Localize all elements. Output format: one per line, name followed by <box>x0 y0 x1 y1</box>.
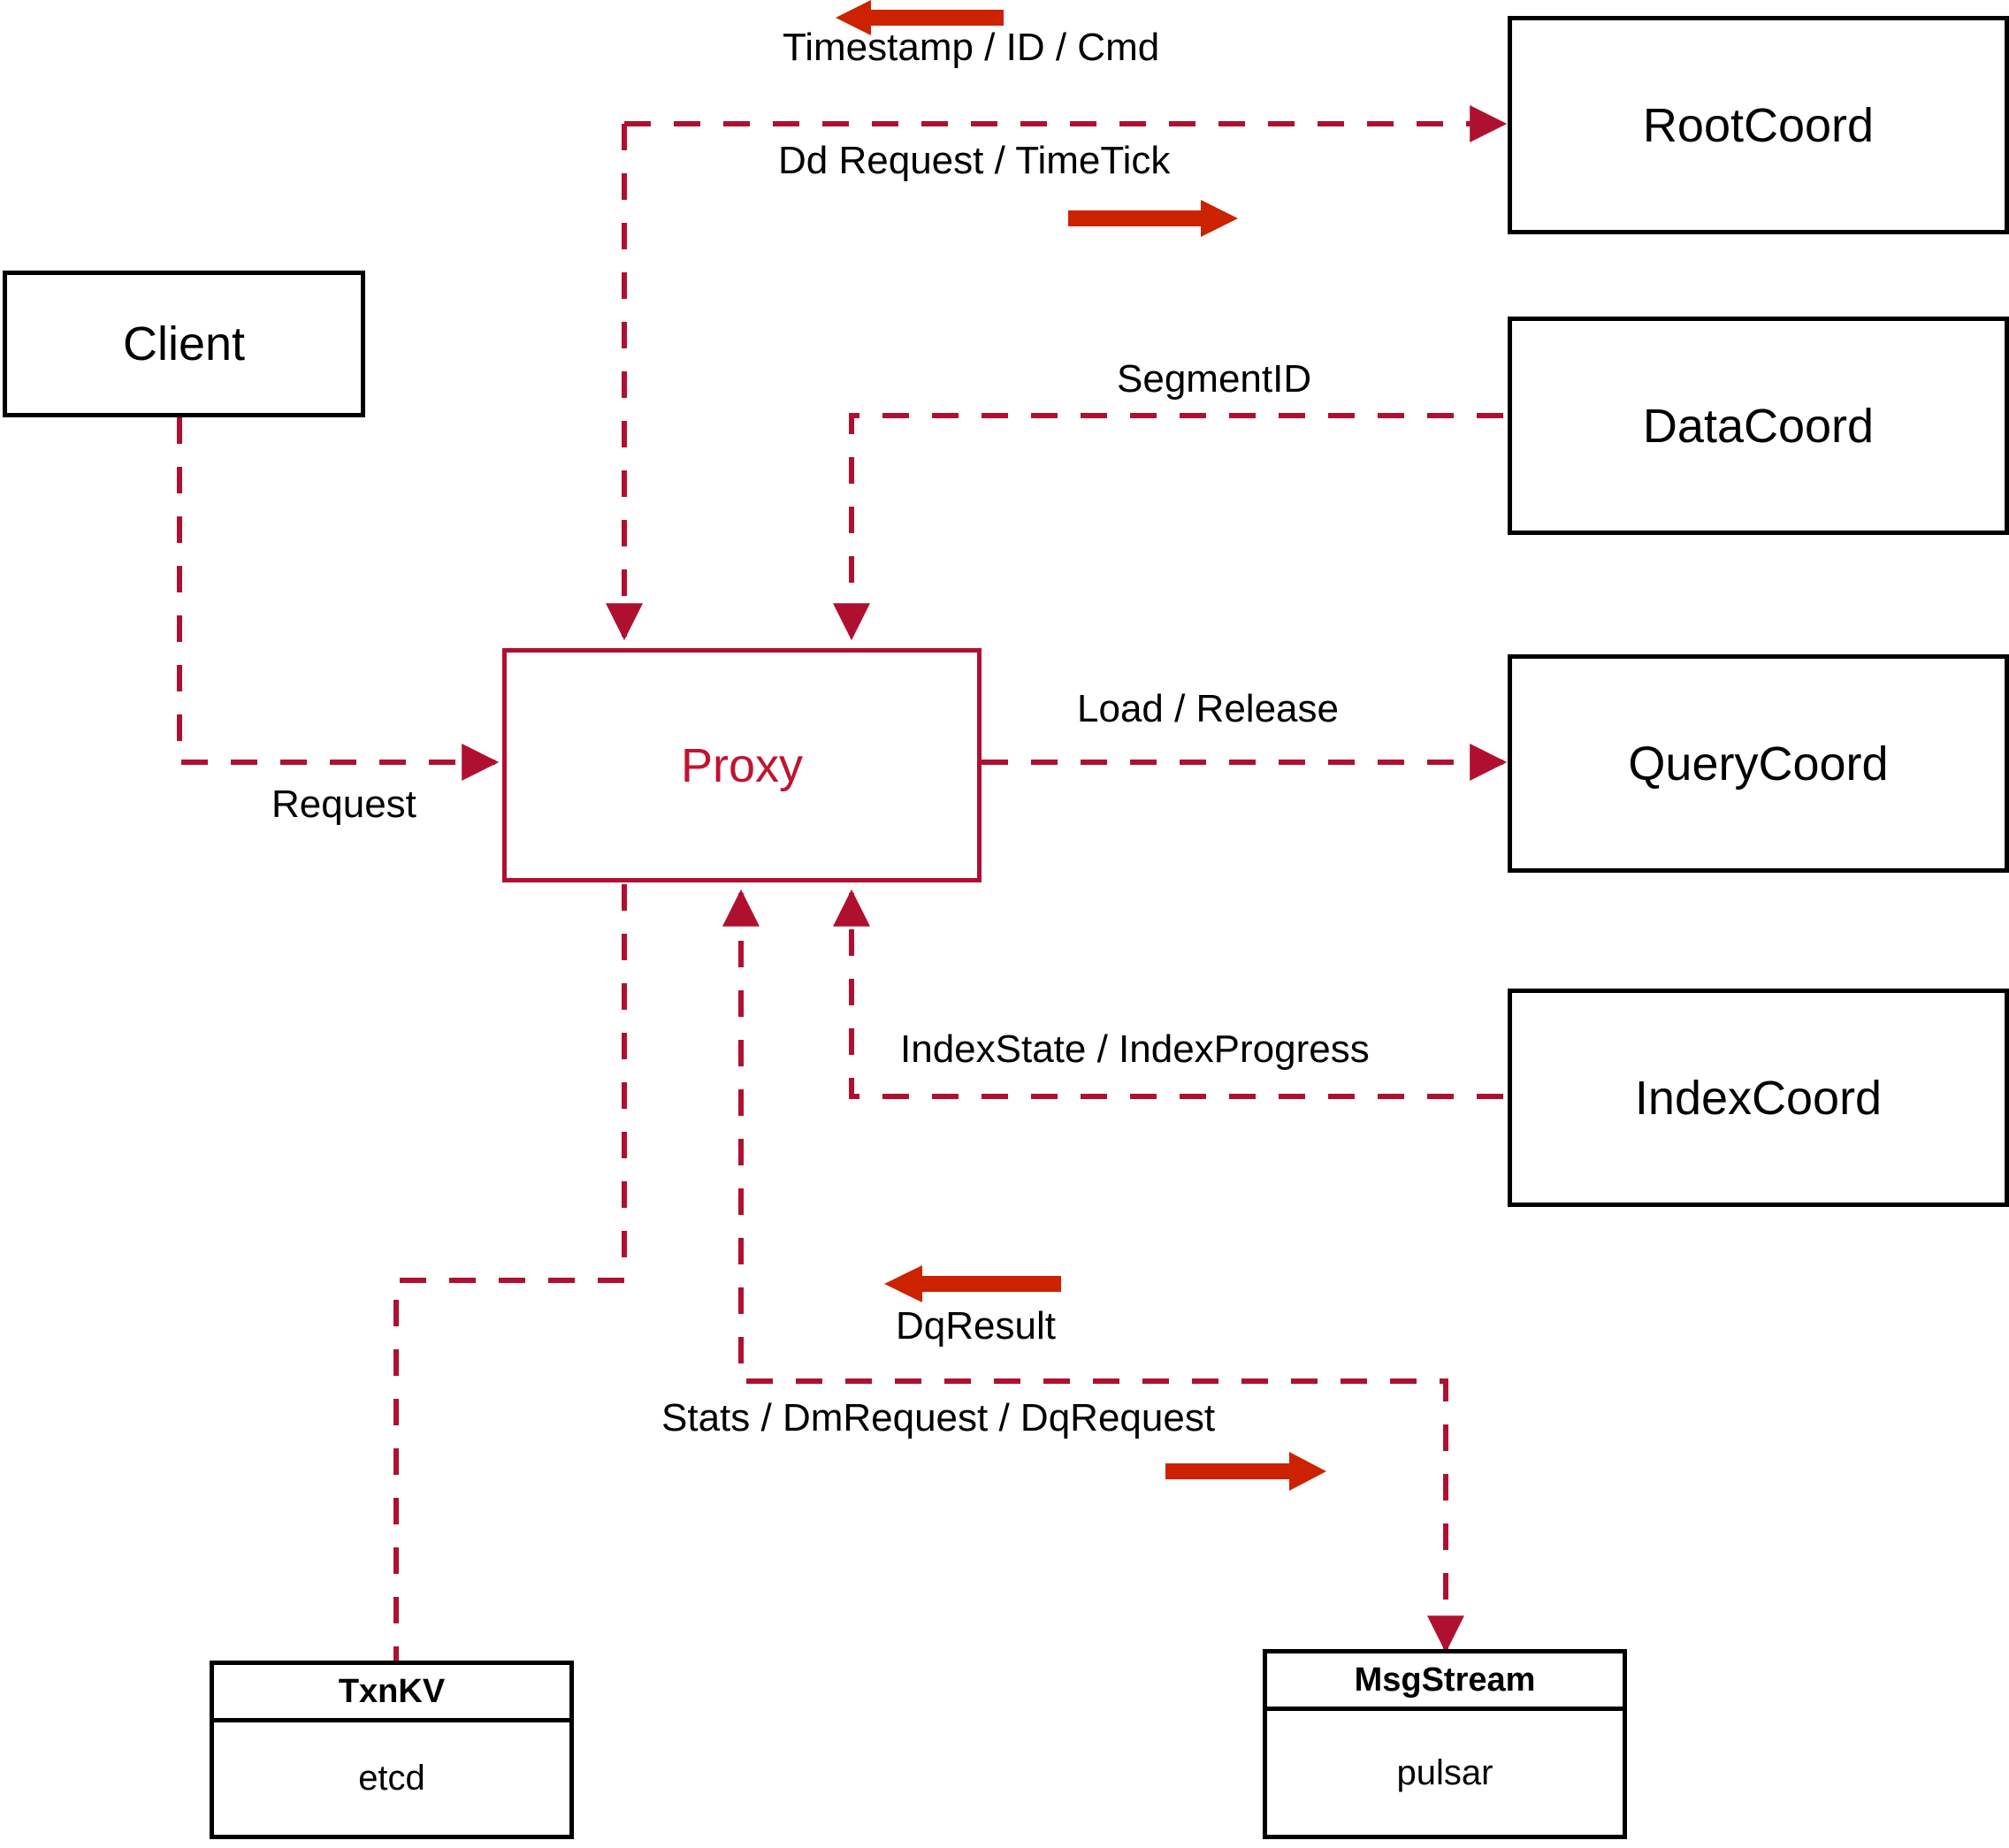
node-client[interactable]: Client <box>3 271 365 417</box>
node-indexcoord[interactable]: IndexCoord <box>1508 989 2009 1207</box>
node-msgstream-header: MsgStream <box>1267 1653 1623 1711</box>
node-querycoord-label: QueryCoord <box>1628 737 1889 790</box>
edge-label-dd-request-timetick: Dd Request / TimeTick <box>778 139 1171 182</box>
node-msgstream-body: pulsar <box>1396 1753 1493 1792</box>
node-datacoord[interactable]: DataCoord <box>1508 317 2009 535</box>
edge-label-dq-result: DqResult <box>896 1304 1056 1348</box>
edge-proxy-to-txnkv <box>393 884 627 1661</box>
node-txnkv-header: TxnKV <box>214 1665 569 1722</box>
arrow-left-dqresult-icon <box>884 1265 1061 1302</box>
edge-label-timestamp-id-cmd: Timestamp / ID / Cmd <box>783 26 1160 69</box>
node-rootcoord-label: RootCoord <box>1642 98 1875 152</box>
edge-label-request: Request <box>271 783 416 826</box>
edge-client-to-proxy <box>177 417 500 781</box>
node-proxy[interactable]: Proxy <box>502 648 982 882</box>
edge-label-segment-id: SegmentID <box>1117 357 1312 401</box>
edge-datacoord-to-proxy <box>833 413 1503 641</box>
node-indexcoord-label: IndexCoord <box>1634 1071 1883 1125</box>
arrow-right-stats-icon <box>1165 1452 1326 1491</box>
node-txnkv-body: etcd <box>358 1759 425 1798</box>
edge-label-index-state: IndexState / IndexProgress <box>900 1027 1370 1071</box>
arrow-left-timestamp-icon <box>836 0 1004 35</box>
edge-label-stats-dm-dq: Stats / DmRequest / DqRequest <box>661 1396 1216 1439</box>
node-msgstream[interactable]: MsgStream pulsar <box>1263 1649 1627 1839</box>
edge-label-load-release: Load / Release <box>1077 687 1339 730</box>
node-querycoord[interactable]: QueryCoord <box>1508 654 2009 873</box>
node-txnkv[interactable]: TxnKV etcd <box>210 1661 574 1839</box>
node-client-label: Client <box>122 317 246 370</box>
arrow-right-ddrequest-icon <box>1068 200 1238 237</box>
node-proxy-label: Proxy <box>680 738 804 792</box>
node-rootcoord[interactable]: RootCoord <box>1508 16 2009 234</box>
node-datacoord-label: DataCoord <box>1642 399 1875 453</box>
edge-proxy-to-msgstream <box>722 889 1464 1653</box>
